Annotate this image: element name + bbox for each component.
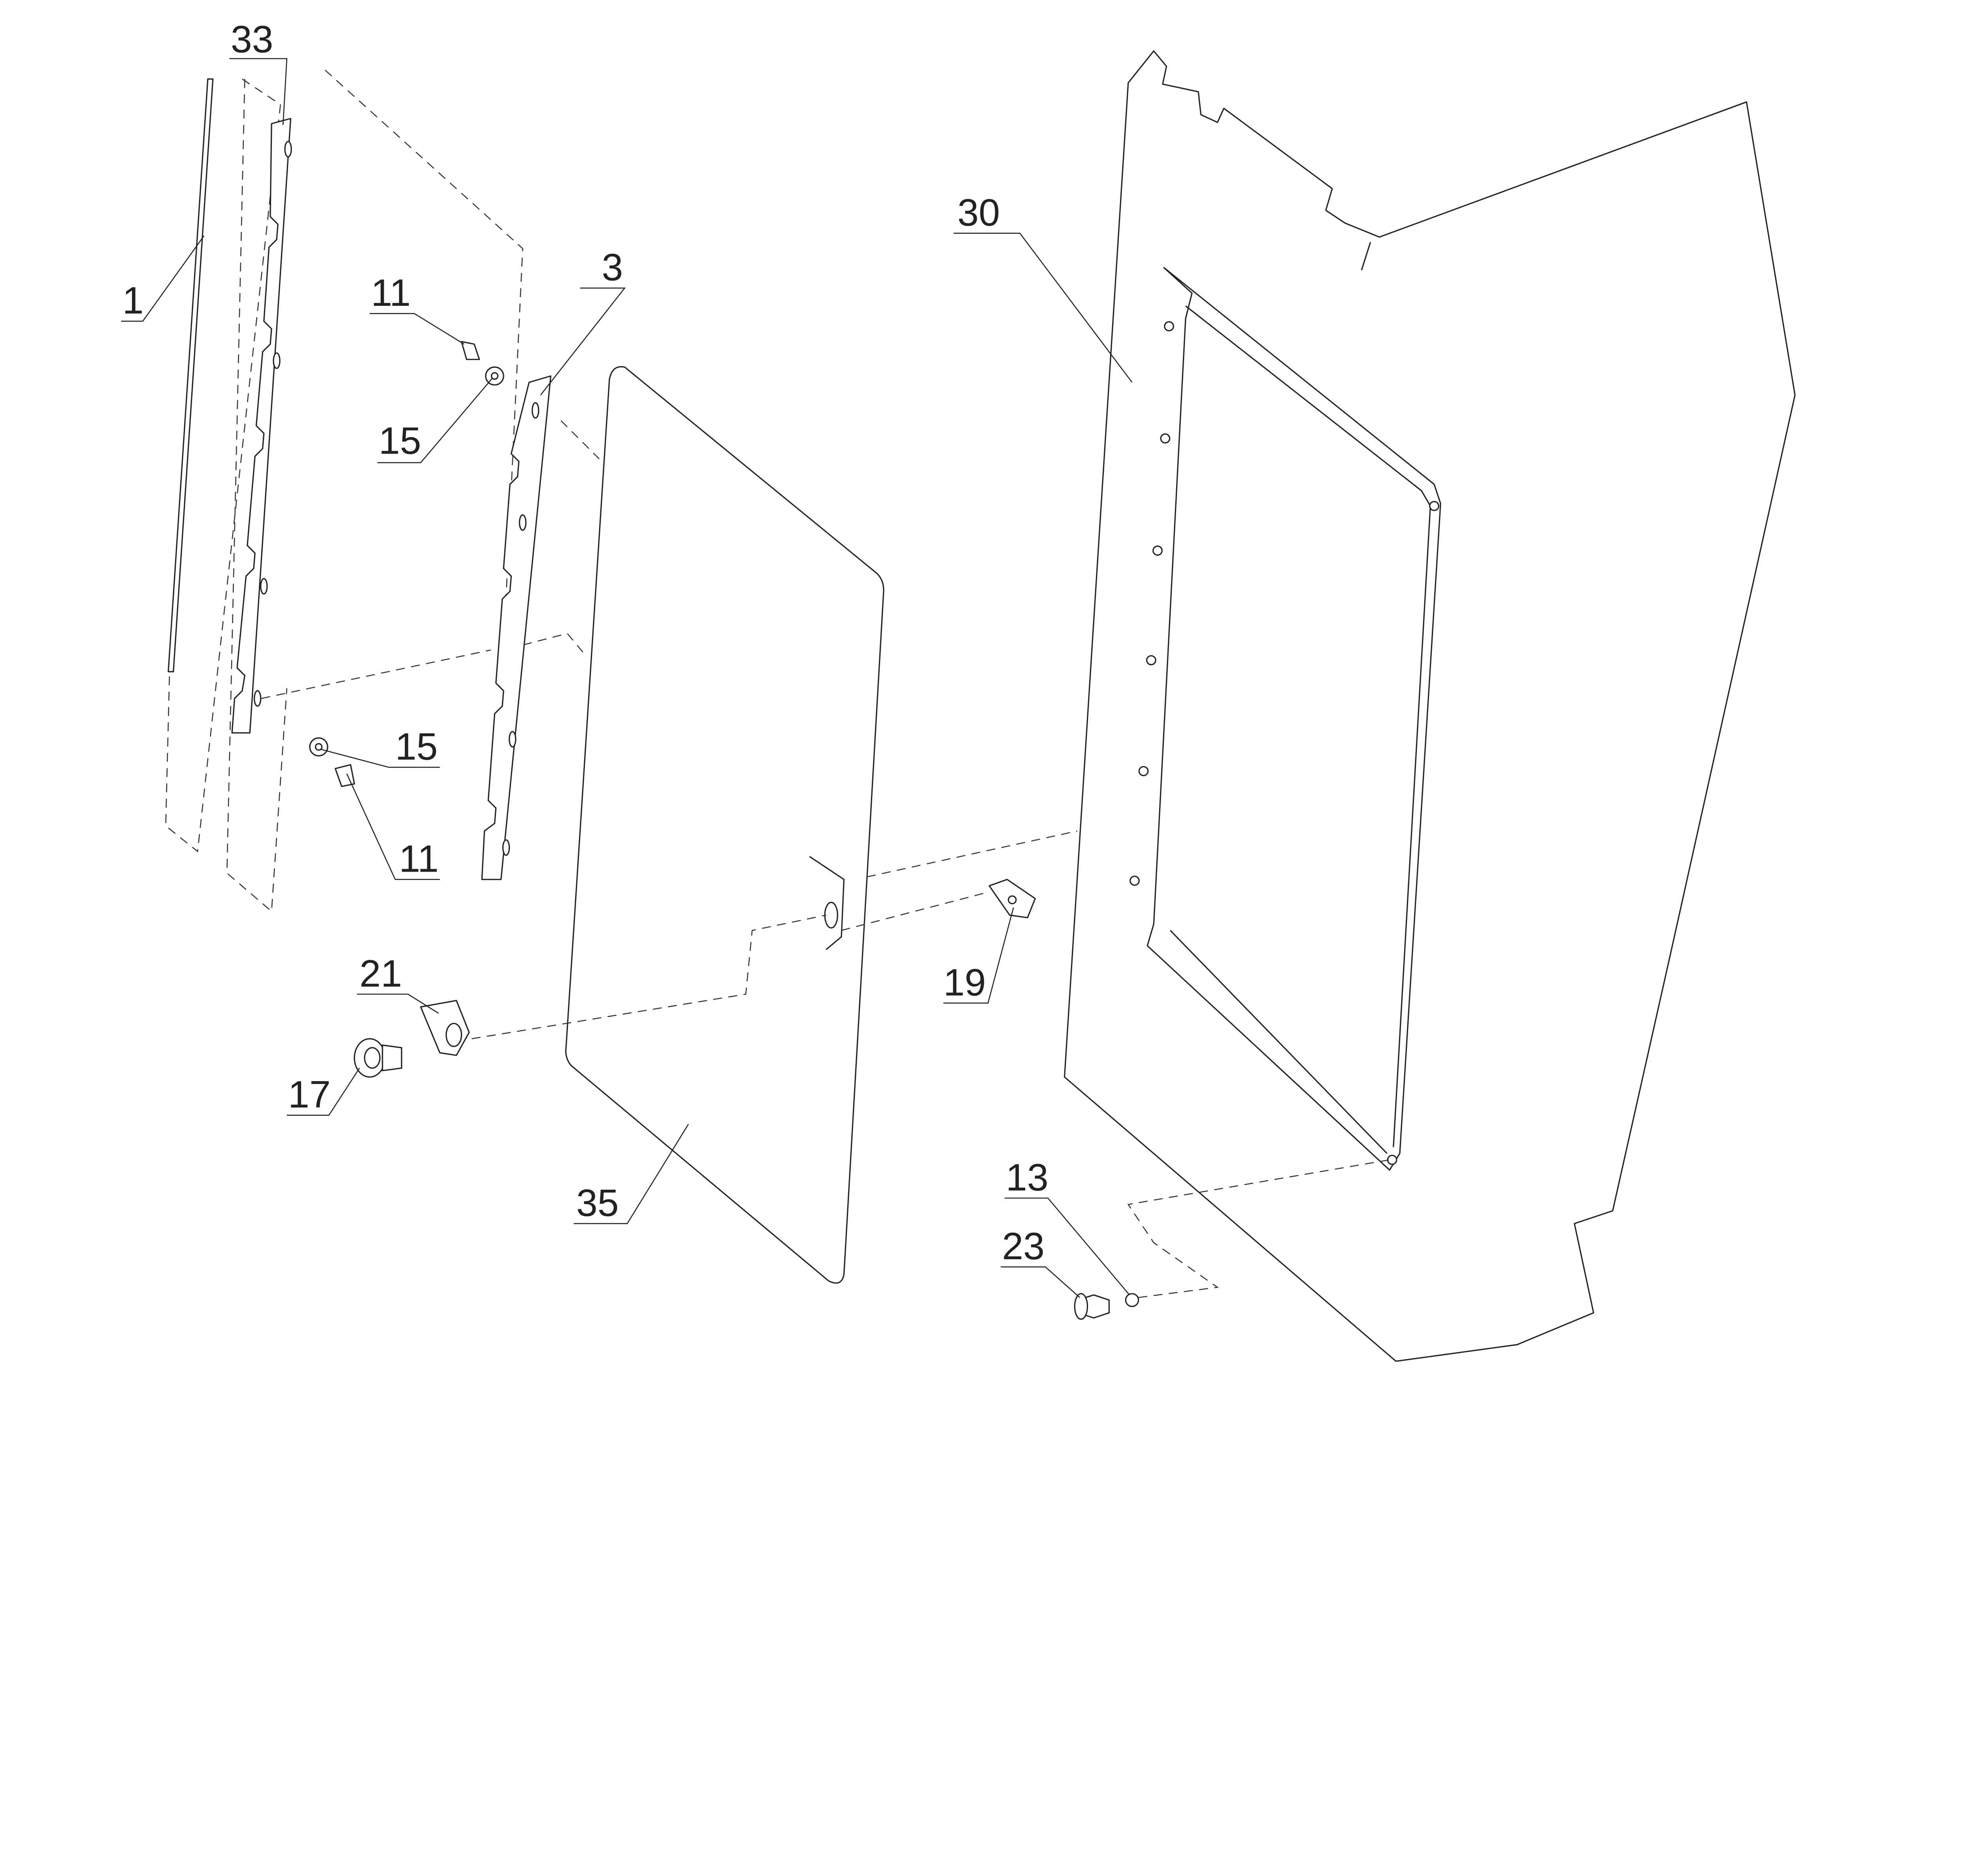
callout-11-bottom: 11 <box>346 773 440 880</box>
callout-1: 1 <box>121 235 205 322</box>
plate-part-19 <box>841 830 1078 931</box>
callout-label: 17 <box>288 1073 331 1116</box>
callout-17: 17 <box>287 1068 360 1116</box>
exploded-assembly-drawing: 1 33 11 15 3 15 11 30 21 17 35 19 <box>121 17 1796 1362</box>
callout-label: 13 <box>1006 1156 1048 1199</box>
callout-label: 15 <box>379 419 421 462</box>
bushing-part-21 <box>420 914 826 1056</box>
callout-label: 23 <box>1002 1224 1045 1268</box>
hinge-part-33 <box>226 70 587 913</box>
callout-label: 1 <box>123 279 144 322</box>
callout-30: 30 <box>953 191 1133 383</box>
callout-label: 3 <box>602 246 623 289</box>
callout-35: 35 <box>573 1124 689 1224</box>
callout-11-top: 11 <box>370 271 464 345</box>
callout-label: 35 <box>576 1181 619 1224</box>
frame-part-30 <box>1063 50 1796 1362</box>
door-part-35 <box>565 366 884 1284</box>
callout-13: 13 <box>1004 1156 1130 1296</box>
callout-21: 21 <box>357 952 439 1014</box>
callout-label: 11 <box>399 837 439 880</box>
callout-33: 33 <box>229 17 288 125</box>
callout-15-bottom: 15 <box>321 725 440 768</box>
callout-label: 19 <box>943 961 986 1004</box>
callout-23: 23 <box>1001 1224 1080 1298</box>
callout-label: 21 <box>360 952 402 995</box>
nut-part-13 <box>1125 1159 1390 1307</box>
callout-label: 30 <box>958 191 1000 234</box>
callout-label: 11 <box>371 271 411 314</box>
callout-15-top: 15 <box>377 378 493 463</box>
callout-19: 19 <box>943 907 1014 1004</box>
knob-part-23 <box>1074 1293 1110 1320</box>
rod-part-1 <box>165 78 281 853</box>
bracket-part-3 <box>481 375 600 880</box>
washer-bottom <box>309 737 328 757</box>
screw-top <box>461 341 480 360</box>
callout-label: 15 <box>395 725 438 768</box>
lock-part-17 <box>354 1038 402 1078</box>
callout-label: 33 <box>231 17 273 60</box>
callout-3: 3 <box>540 246 626 396</box>
